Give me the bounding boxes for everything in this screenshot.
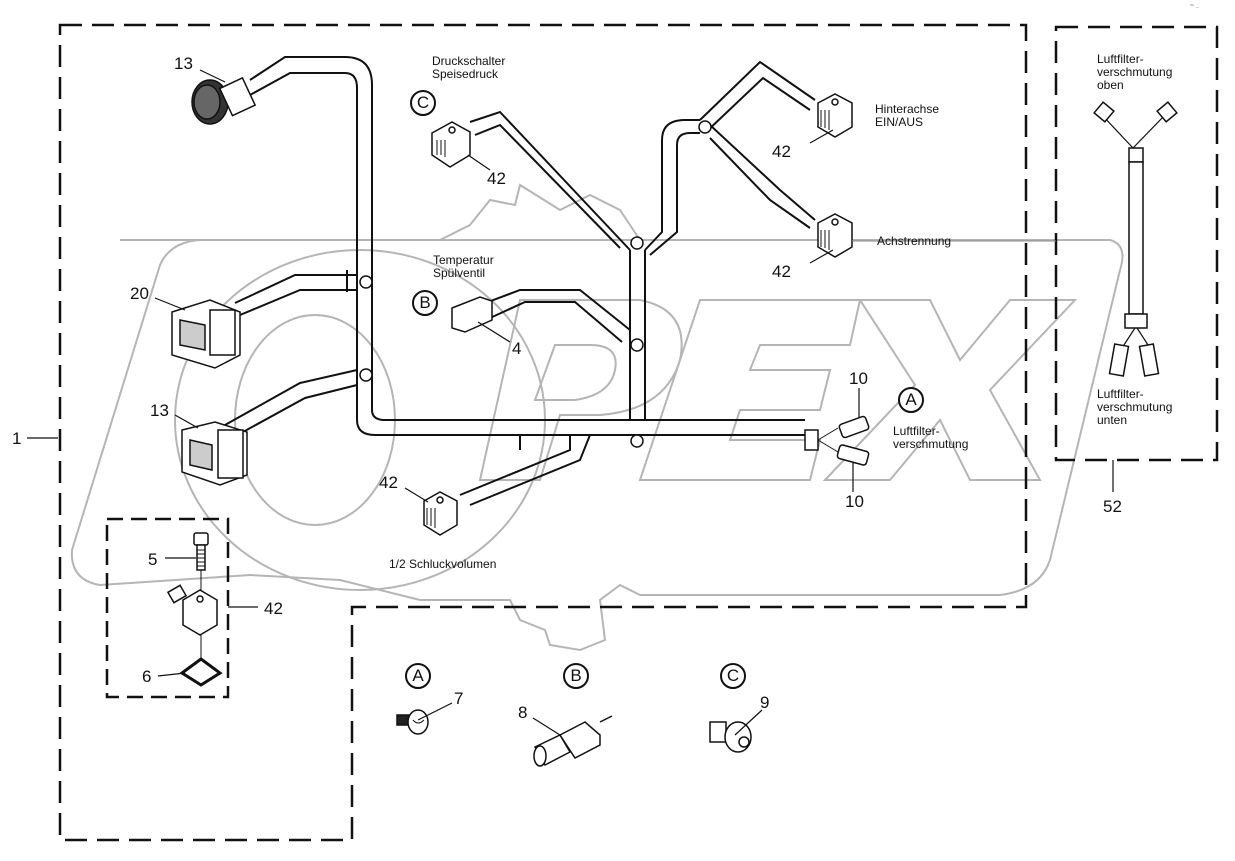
watermark-gear-outline xyxy=(70,239,1124,652)
callout-6: 6 xyxy=(142,667,152,686)
watermark-x xyxy=(822,299,1078,481)
circle-letter-b: B xyxy=(412,290,438,316)
callout-13-round-connector: 13 xyxy=(174,54,193,73)
main-harness-cables xyxy=(224,56,816,506)
callout-10-top: 10 xyxy=(849,369,868,388)
solenoid-schluck xyxy=(423,491,458,536)
callout-20: 20 xyxy=(130,284,149,303)
junction-mark xyxy=(359,368,373,382)
solenoid-detail-boundary xyxy=(105,517,230,699)
label-luftfilter-verschmutung: Luftfilter- verschmutung xyxy=(893,424,969,451)
label-achstrennung: Achstrennung xyxy=(877,234,952,248)
callout-10-bottom: 10 xyxy=(845,492,864,511)
label-druckschalter-speisedruck: Druckschalter Speisedruck xyxy=(432,54,506,81)
solenoid-detail xyxy=(166,584,218,636)
junction-mark xyxy=(359,275,373,289)
callout-42-hinterachse: 42 xyxy=(772,142,791,161)
junction-mark xyxy=(630,338,644,352)
label-schluckvolumen: 1/2 Schluckvolumen xyxy=(389,557,497,571)
solenoid-hinterachse xyxy=(817,93,853,138)
circle-letter-a: A xyxy=(898,387,924,413)
callout-leaders xyxy=(154,69,1056,736)
sensor-9 xyxy=(709,721,752,753)
circle-letter-c: C xyxy=(720,663,746,689)
connector-20 xyxy=(171,299,241,369)
bolt-5 xyxy=(193,532,209,590)
callout-7: 7 xyxy=(454,689,464,708)
circle-letter-c: C xyxy=(410,90,436,116)
label-hinterachse-ein-aus: Hinterachse EIN/AUS xyxy=(875,102,940,129)
solenoid-valves xyxy=(166,93,853,636)
label-temperatur-spuelventil: Temperatur Spülventil xyxy=(433,253,494,280)
label-luftfilter-unten: Luftfilter- verschmutung unten xyxy=(1097,387,1173,427)
cable-junctions xyxy=(359,120,712,448)
corner-mark: °° ... xyxy=(1190,4,1200,10)
plug-4 xyxy=(451,296,493,333)
junction-mark xyxy=(630,434,644,448)
solenoid-achstrennung xyxy=(817,213,853,258)
callout-9: 9 xyxy=(760,693,770,712)
callout-42-schluck: 42 xyxy=(379,473,398,492)
plugs-10 xyxy=(804,415,870,466)
watermark-p xyxy=(478,299,683,481)
watermark-e xyxy=(638,299,862,481)
connector-13-lower xyxy=(181,421,248,486)
label-luftfilter-oben: Luftfilter- verschmutung oben xyxy=(1097,52,1173,92)
sensor-8 xyxy=(533,715,613,767)
sensor-7 xyxy=(396,709,429,735)
circle-letter-a: A xyxy=(405,663,431,689)
air-filter-harness-52 xyxy=(1093,101,1178,377)
circle-letter-b: B xyxy=(563,663,589,689)
round-connector-13 xyxy=(191,76,257,125)
callout-5: 5 xyxy=(148,550,158,569)
callout-8: 8 xyxy=(518,703,528,722)
callout-4: 4 xyxy=(512,339,522,358)
callout-13-connector: 13 xyxy=(150,401,169,420)
junction-mark xyxy=(630,236,644,250)
group-number-52: 52 xyxy=(1103,497,1122,516)
solenoid-c xyxy=(431,121,471,168)
callout-42-c: 42 xyxy=(487,169,506,188)
callout-42-achstrennung: 42 xyxy=(772,262,791,281)
opex-watermark xyxy=(70,183,1124,652)
air-filter-harness-boundary xyxy=(1054,25,1219,462)
gasket-6 xyxy=(179,657,223,687)
group-number-1: 1 xyxy=(12,429,22,448)
main-harness-boundary xyxy=(58,23,1028,842)
group-number-42: 42 xyxy=(264,599,283,618)
watermark-gear-top xyxy=(439,183,641,241)
junction-mark xyxy=(698,120,712,134)
